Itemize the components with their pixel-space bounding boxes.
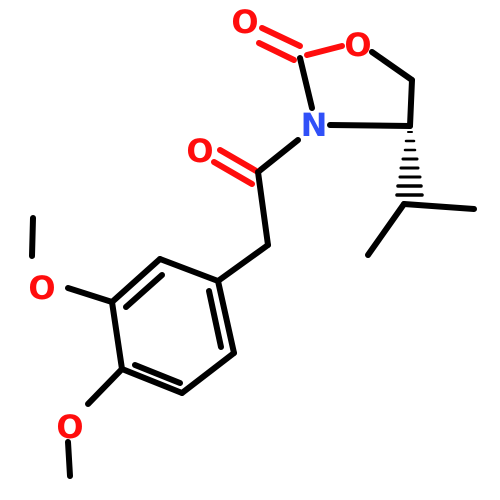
bond-c2-o1 — [304, 43, 345, 58]
bond-ar3-ar4 — [109, 299, 125, 372]
atom-ring-oxygen: O — [344, 26, 371, 64]
bond-ar1-ar2 — [157, 256, 221, 284]
bond-ar-inner-1 — [123, 272, 165, 310]
atom-acyl-oxygen: O — [186, 132, 213, 170]
bond-acyl-o-double-b — [211, 159, 255, 187]
bonds — [29, 25, 477, 479]
atom-nitrogen: N — [301, 106, 328, 144]
bond-ar3-o-top — [65, 285, 115, 305]
bond-o-bottom-ch3 — [65, 439, 73, 479]
bond-c2-o-double-b — [256, 40, 297, 63]
bond-acyl-ch2 — [255, 169, 271, 248]
bond-o-top-ch3 — [29, 215, 36, 259]
bond-c4-n3 — [327, 122, 413, 129]
atom-carbonyl-oxygen-ring: O — [231, 3, 258, 41]
bond-ar4-ar5 — [119, 366, 185, 396]
stereo-hashed-wedge — [395, 131, 424, 197]
bond-c5-c4 — [407, 77, 415, 129]
bond-o1-c5 — [369, 49, 415, 83]
bond-ar4-o-bottom — [85, 366, 125, 407]
atom-methoxy-oxygen-bottom: O — [56, 408, 83, 446]
bond-acyl-o-double-a — [217, 147, 261, 175]
bond-n3-c2 — [297, 55, 315, 111]
bond-ar-inner-3 — [206, 288, 224, 350]
bond-ar5-ar6 — [179, 350, 237, 396]
atom-labels: O O N O O O — [28, 3, 371, 446]
bond-ar2-ar3 — [109, 256, 163, 305]
atom-methoxy-oxygen-top: O — [28, 269, 55, 307]
bond-ipr-ch3-right — [401, 201, 477, 212]
bond-ar-inner-2 — [132, 362, 183, 386]
bond-ipr-ch3-left — [365, 201, 407, 258]
bond-c2-o-double-a — [259, 25, 303, 49]
bond-ar6-ar1 — [215, 278, 237, 356]
bond-ch2-aryl — [215, 242, 271, 284]
bond-n3-c-acyl — [255, 137, 301, 175]
